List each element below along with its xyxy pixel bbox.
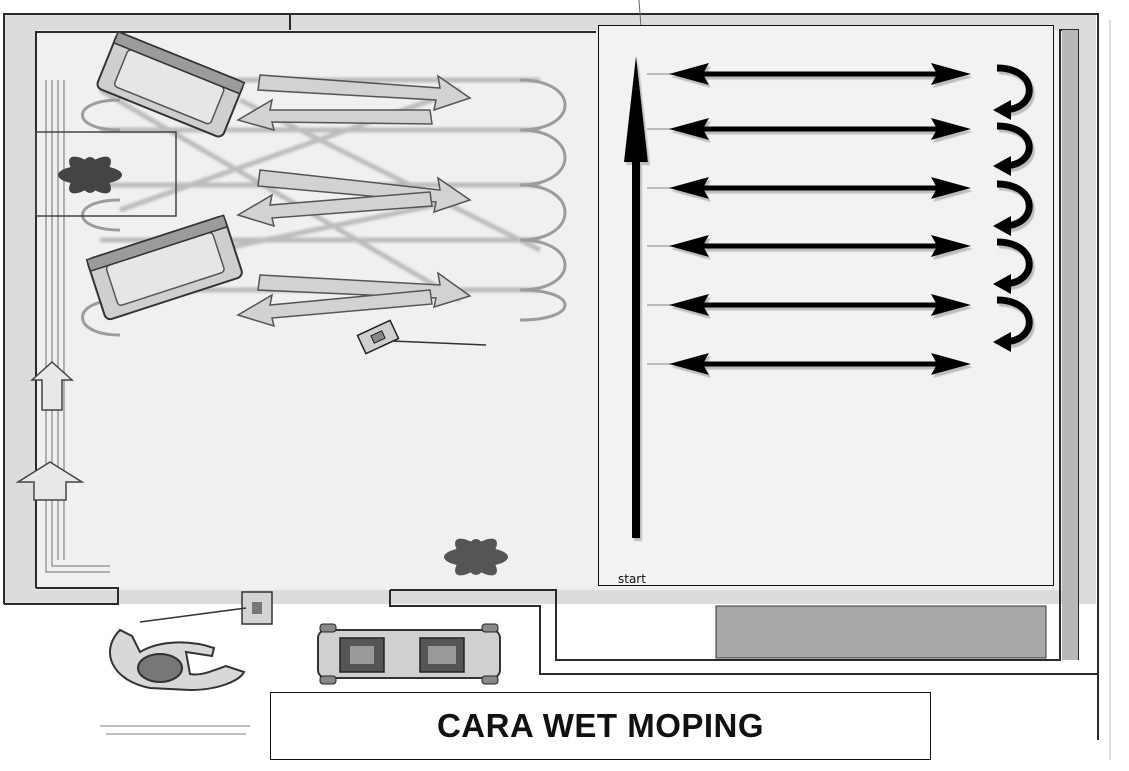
- wet-floor-sign-icon: [356, 319, 487, 355]
- floor-marks: [100, 725, 250, 735]
- u-turn-arrow-icon: [996, 64, 1033, 346]
- rug-outline: [35, 131, 177, 217]
- start-label: start: [618, 572, 646, 586]
- up-arrow-icon: [624, 56, 648, 538]
- mop-bucket-icon: [317, 623, 501, 685]
- double-headed-arrow-icon: [669, 63, 971, 375]
- armchair-icon: [85, 214, 243, 321]
- counter-block: [716, 606, 1046, 658]
- row-connectors: [647, 73, 671, 365]
- wall-outlet-icon: [241, 591, 273, 625]
- mop-loop-arcs: [81, 78, 567, 337]
- flower-rug-icon: [444, 538, 508, 576]
- moping-route-diagram: [624, 56, 1033, 538]
- u-turn-arrowhead-icon: [993, 100, 1011, 352]
- right-wall-band: [1062, 30, 1078, 660]
- armchair-icon: [96, 30, 246, 138]
- flower-rug-icon: [58, 156, 122, 194]
- diagonal-arrow-icon: [236, 74, 472, 328]
- mop-worker-icon: [109, 607, 247, 692]
- diagram-title: CARA WET MOPING: [436, 707, 765, 744]
- moping-route-panel: start: [598, 25, 1054, 586]
- up-arrow-icon: [15, 360, 85, 501]
- title-box: CARA WET MOPING: [270, 692, 931, 760]
